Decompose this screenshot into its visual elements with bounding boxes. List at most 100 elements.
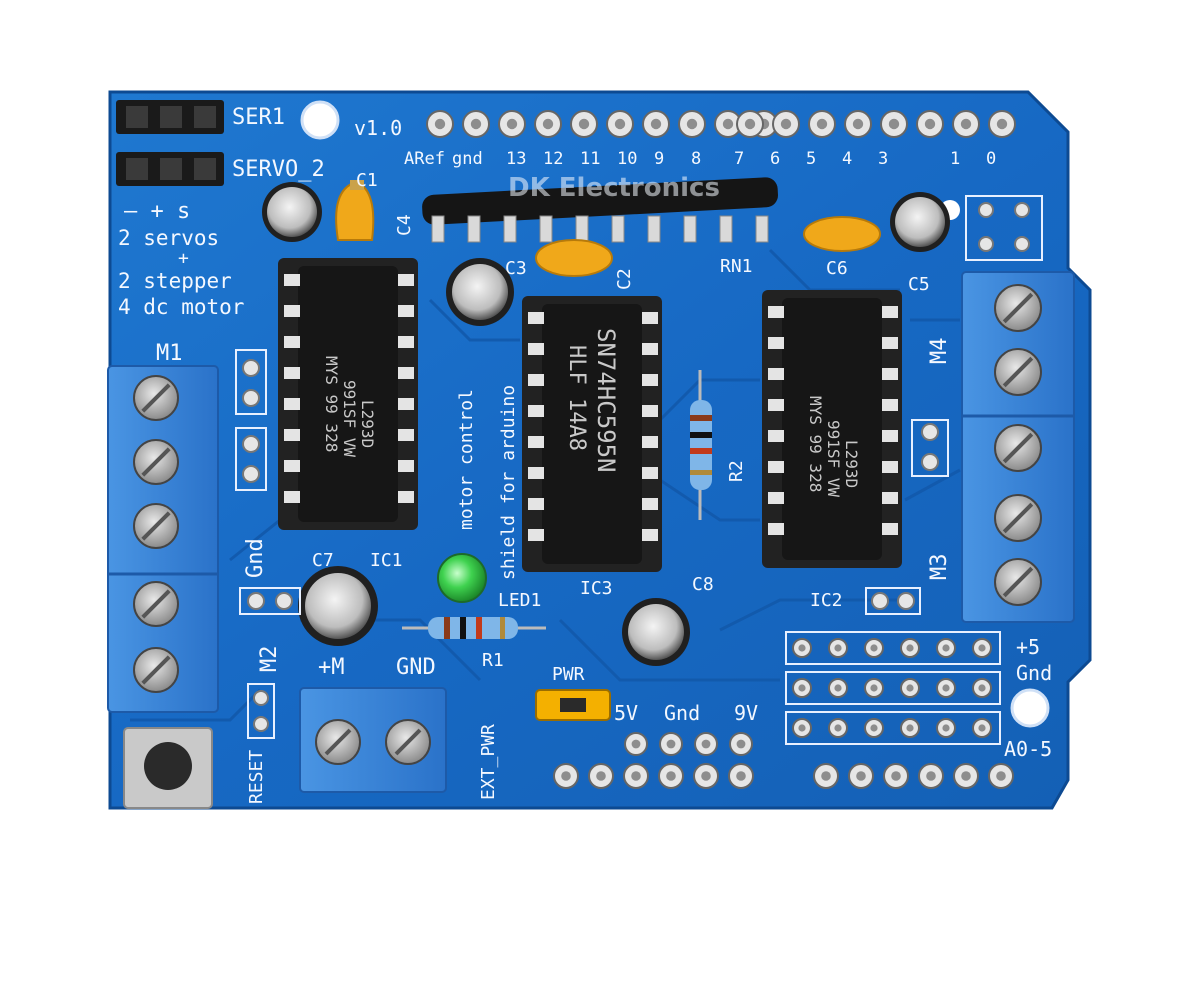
electrolytic-cap-c8 (622, 598, 690, 666)
pad-hole (996, 771, 1006, 781)
pad-hole (942, 724, 950, 732)
screw-slot (1002, 292, 1034, 324)
pad-hole (960, 118, 972, 130)
chip-pin (768, 306, 784, 318)
right-gnd-label: Gnd (1016, 661, 1052, 685)
rn-pin (503, 215, 517, 243)
9v-label: 9V (734, 701, 758, 725)
ic2-text-2: 991SF VW (824, 420, 843, 497)
misc-pads (235, 195, 1043, 739)
c8-label: C8 (692, 574, 714, 595)
pad-hole (942, 644, 950, 652)
m2-label: M2 (257, 646, 282, 673)
pad-hole (701, 739, 711, 749)
analog-pad-block (785, 631, 1001, 745)
reset-button[interactable] (123, 727, 213, 809)
ic2-label: IC2 (810, 590, 843, 611)
pad-hole (906, 724, 914, 732)
pad-hole (852, 118, 864, 130)
pad-hole (926, 771, 936, 781)
pad-hole (701, 771, 711, 781)
led1-label: LED1 (498, 590, 541, 611)
pad-hole (798, 644, 806, 652)
rn-pin (431, 215, 445, 243)
rn-pin (719, 215, 733, 243)
screw-slot (141, 589, 171, 619)
rn-pin (575, 215, 589, 243)
pad-hole (924, 118, 936, 130)
pad-hole (978, 644, 986, 652)
pad-hole (470, 118, 482, 130)
chip-pin (882, 461, 898, 473)
ser1-label: SER1 (232, 105, 285, 130)
chip-pin (284, 429, 300, 441)
c3-label: C3 (505, 258, 527, 279)
chip-pin (882, 430, 898, 442)
mount-hole (1010, 688, 1050, 728)
r1-label: R1 (482, 650, 504, 671)
chip-pin (528, 467, 544, 479)
servo-headers (116, 100, 224, 186)
chip-pin (398, 336, 414, 348)
pad-hole (798, 724, 806, 732)
pin-number: 6 (770, 149, 780, 169)
m3-label: M3 (927, 554, 952, 581)
chip-pin (642, 374, 658, 386)
led1 (437, 553, 487, 603)
chip-pin (284, 491, 300, 503)
chip-pin (528, 405, 544, 417)
c4-label: C4 (394, 214, 415, 236)
ic1-text-2: 991SF VW (340, 380, 359, 457)
pad-hole (888, 118, 900, 130)
pad-hole (744, 118, 756, 130)
servo-pin-legend: – + s (124, 199, 190, 224)
ic1-label: IC1 (370, 550, 403, 571)
ic1-text-3: MYS 99 328 (322, 356, 341, 452)
pad-hole (870, 644, 878, 652)
chip-pin (642, 343, 658, 355)
feature-stepper: 2 stepper (118, 269, 232, 293)
a05-label: A0-5 (1004, 737, 1052, 761)
rn-pin (611, 215, 625, 243)
screw-slot (1002, 566, 1034, 598)
chip-pin (284, 460, 300, 472)
chip-pin (284, 398, 300, 410)
chip-pin (398, 367, 414, 379)
aref-label: ARef (404, 149, 445, 169)
rn1-label: RN1 (720, 256, 753, 277)
plus5-label: +5 (1016, 635, 1040, 659)
ceramic-cap-c6 (803, 216, 881, 252)
pad-hole (906, 644, 914, 652)
pad-hole (722, 118, 734, 130)
chip-pin (398, 274, 414, 286)
chip-pin (284, 336, 300, 348)
screw-slot (141, 655, 171, 685)
chip-pin (768, 337, 784, 349)
ceramic-cap-c2 (535, 239, 613, 277)
screw-slot (1002, 356, 1034, 388)
pin-number: 1 (950, 149, 960, 169)
version-label: v1.0 (354, 116, 402, 140)
pin-number: 0 (986, 149, 996, 169)
pad-hole (596, 771, 606, 781)
pad-hole (978, 684, 986, 692)
m4-label: M4 (927, 338, 952, 365)
pad-hole (870, 724, 878, 732)
c6-label: C6 (826, 258, 848, 279)
pwr-gnd-label: Gnd (664, 701, 700, 725)
resistor-r1 (402, 617, 546, 639)
rn-pin (467, 215, 481, 243)
chip-pin (768, 399, 784, 411)
pin-number: 4 (842, 149, 852, 169)
pwr-label: PWR (552, 664, 585, 685)
chip-pin (528, 374, 544, 386)
pad-hole (506, 118, 518, 130)
pin-number: 9 (654, 149, 664, 169)
pad-hole (856, 771, 866, 781)
chip-pin (284, 305, 300, 317)
chip-pin (284, 367, 300, 379)
chip-pin (768, 430, 784, 442)
power-jumper[interactable] (535, 689, 611, 721)
left-gnd-label: Gnd (243, 538, 268, 578)
reset-label: RESET (246, 750, 267, 804)
